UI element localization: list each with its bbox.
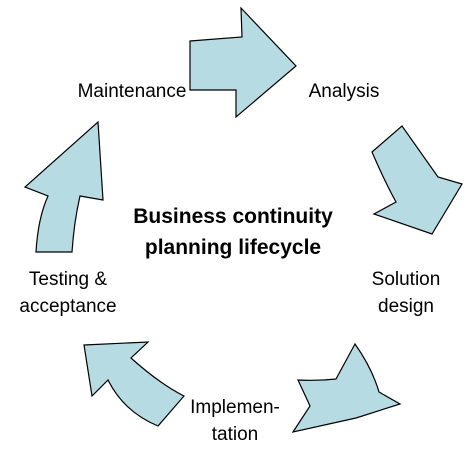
diagram-title: Business continuity planning lifecycle bbox=[92, 201, 374, 263]
stage-label-analysis: Analysis bbox=[292, 78, 396, 105]
diagram-title-line-2: planning lifecycle bbox=[144, 236, 322, 259]
arrow-maintenance-to-analysis bbox=[189, 6, 297, 119]
arrow-implementation-to-testing bbox=[83, 341, 185, 427]
diagram-title-line-1: Business continuity bbox=[133, 205, 333, 228]
stage-label-testing-acceptance-line-2: acceptance bbox=[19, 296, 117, 317]
stage-label-implementation-line-2: tation bbox=[211, 424, 259, 445]
stage-label-maintenance-line-1: Maintenance bbox=[77, 81, 187, 102]
stage-label-implementation: Implemen- tation bbox=[172, 394, 298, 448]
stage-label-solution-design: Solution design bbox=[356, 266, 456, 320]
arrow-solution-design-to-implementation bbox=[291, 342, 402, 433]
stage-label-testing-acceptance: Testing & acceptance bbox=[0, 266, 136, 320]
stage-label-testing-acceptance-line-1: Testing & bbox=[28, 269, 108, 290]
arrow-testing-to-maintenance bbox=[23, 120, 104, 253]
stage-label-solution-design-line-1: Solution bbox=[371, 269, 441, 290]
stage-label-implementation-line-1: Implemen- bbox=[190, 397, 280, 418]
stage-label-solution-design-line-2: design bbox=[378, 296, 434, 317]
stage-label-maintenance: Maintenance bbox=[60, 78, 204, 105]
stage-label-analysis-line-1: Analysis bbox=[308, 81, 380, 102]
arrow-analysis-to-solution-design bbox=[371, 125, 463, 235]
